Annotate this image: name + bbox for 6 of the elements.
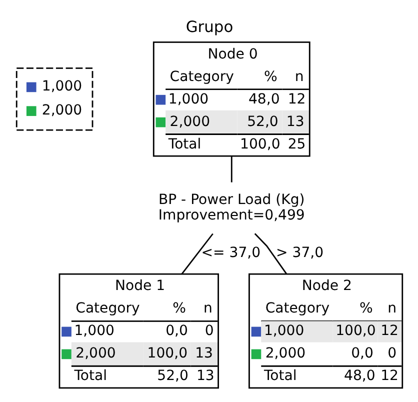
edge-label: <= 37,0: [200, 245, 260, 262]
node-text: BP - Power Load (Kg) Improvement=0,499: [158, 192, 304, 224]
legend-label: 2,000: [41, 102, 82, 119]
diagram-title: Grupo: [185, 18, 233, 36]
edge-label: > 37,0: [276, 245, 324, 262]
legend-label: 1,000: [41, 78, 82, 95]
